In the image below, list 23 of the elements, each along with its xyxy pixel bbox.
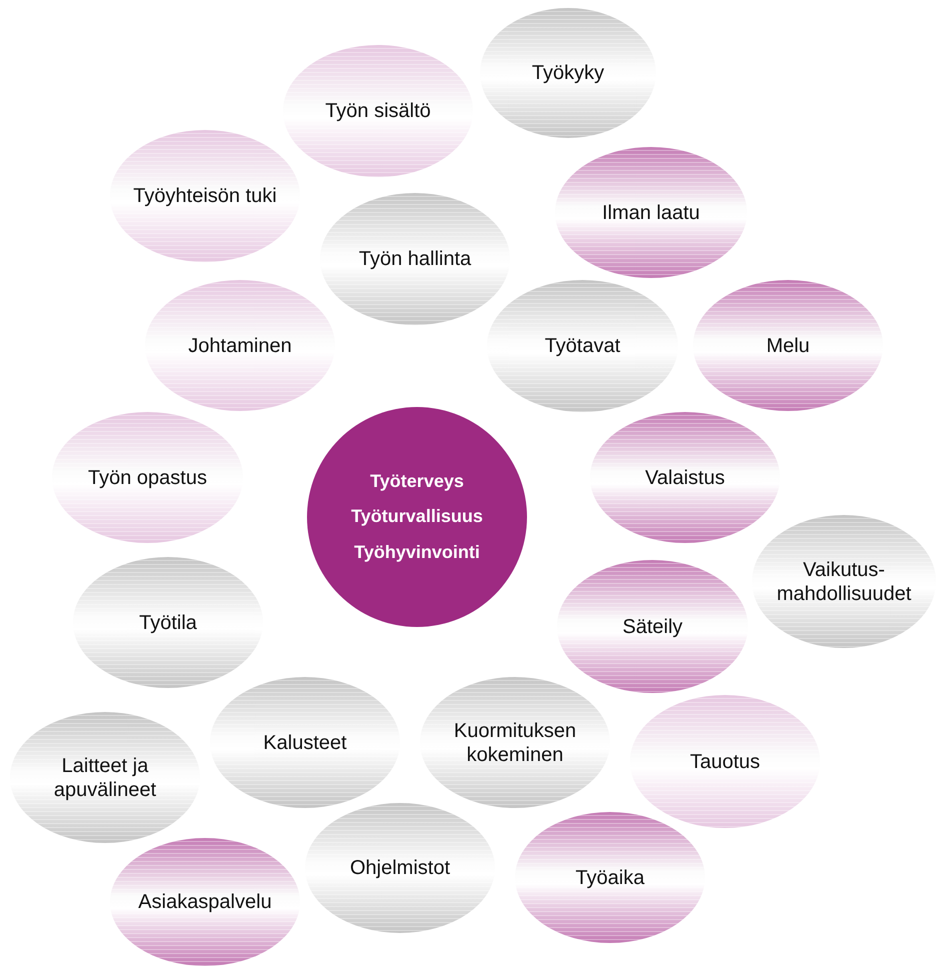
node-label: Säteily: [622, 614, 683, 638]
node-label: Työyhteisön tuki: [133, 184, 277, 208]
node-label: Työn opastus: [88, 466, 207, 490]
node-label: Työaika: [576, 866, 644, 890]
node-label: Työn hallinta: [358, 247, 472, 271]
node-label: Työtila: [139, 610, 197, 634]
node-label: Työterveys: [370, 470, 464, 492]
node-label: Työtavat: [544, 334, 620, 358]
node-label: Työturvallisuus: [351, 506, 483, 528]
node-label: Tauotus: [690, 750, 760, 774]
node-label: Vaikutus-mahdollisuudet: [776, 558, 912, 606]
node-label: Johtaminen: [188, 334, 292, 358]
node-label: Kuormituksen kokeminen: [452, 718, 578, 766]
node-label: Työn sisältö: [325, 99, 431, 123]
node-label: Melu: [766, 334, 810, 358]
node-label: Ilman laatu: [602, 200, 700, 224]
node-label: Työhyvinvointi: [354, 542, 480, 564]
node-label: Työkyky: [532, 61, 604, 85]
node-label: Ohjelmistot: [350, 856, 450, 880]
node-label: Laitteet ja apuvälineet: [52, 754, 158, 802]
node-label: Valaistus: [645, 466, 725, 490]
node-label: Asiakaspalvelu: [138, 890, 272, 914]
node-label: Kalusteet: [263, 730, 347, 754]
